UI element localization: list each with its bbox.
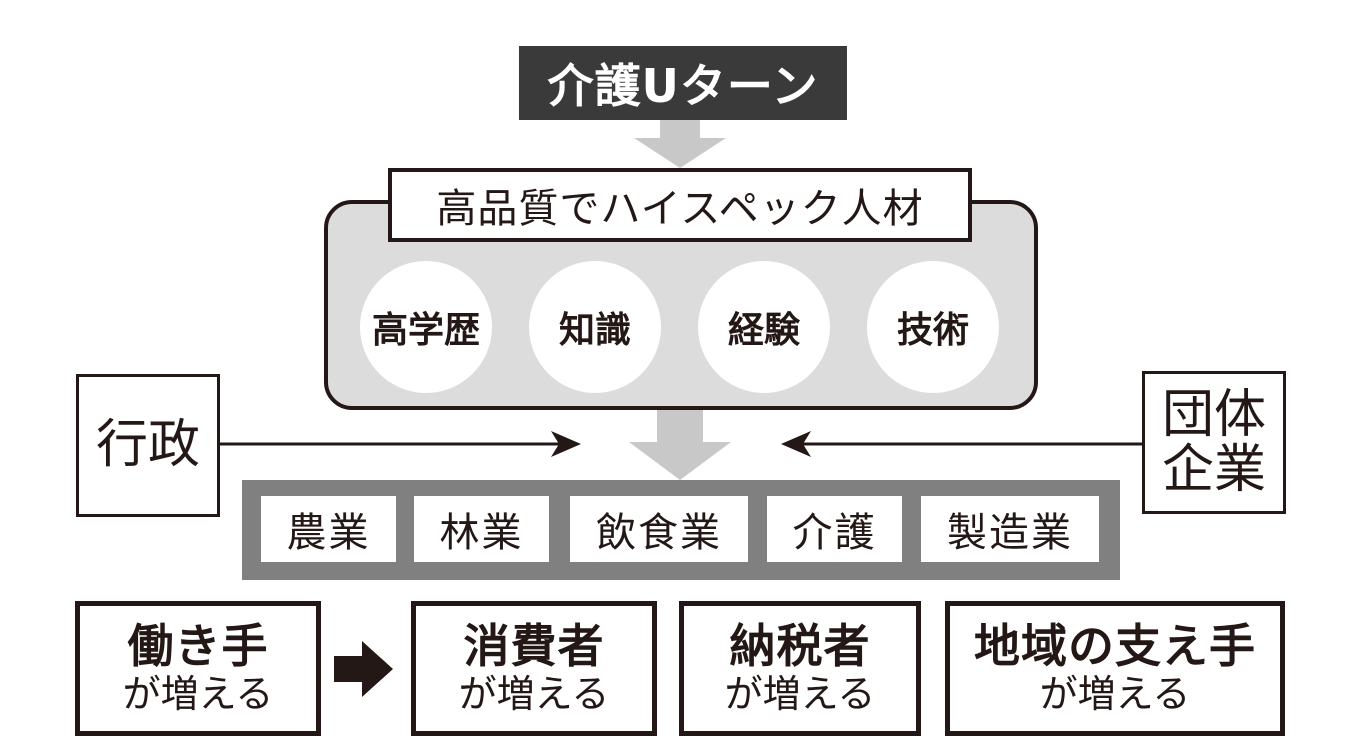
industry-manufacturing: 製造業 [921,496,1099,562]
outcome-main: 地域の支え手 [974,619,1256,674]
attribute-education: 高学歴 [360,261,492,393]
industry-forestry: 林業 [414,496,549,562]
companies-label: 企業 [1161,439,1266,500]
industry-label: 製造業 [947,510,1073,556]
administration-label: 行政 [95,415,200,476]
industry-nursing-care: 介護 [767,496,902,562]
industry-label: 介護 [792,510,877,556]
outcome-sub: が増える [1039,672,1191,717]
attribute-label: 高学歴 [371,310,480,351]
outcome-main: 納税者 [729,619,871,674]
outcome-arrow [334,641,393,697]
title-box: 介護Uターン [519,46,847,120]
associations-label: 団体 [1161,384,1266,445]
title-text: 介護Uターン [547,59,819,113]
talent-label-text: 高品質でハイスペック人材 [436,186,924,232]
administration-box: 行政 [76,374,220,517]
industry-agriculture: 農業 [261,496,396,562]
attribute-label: 経験 [727,310,800,351]
industry-label: 農業 [286,510,371,556]
down-arrow-middle [629,410,731,480]
down-arrow-top [634,119,726,168]
outcome-consumers: 消費者 が増える [411,601,657,736]
attribute-skill: 技術 [867,261,999,393]
industry-food-service: 飲食業 [570,496,748,562]
assoc-arrow-head [781,431,811,457]
outcome-sub: が増える [458,672,610,717]
outcome-main: 消費者 [463,619,605,674]
talent-label: 高品質でハイスペック人材 [388,168,972,242]
outcome-sub: が増える [122,672,274,717]
industry-label: 飲食業 [596,510,722,556]
outcome-taxpayers: 納税者 が増える [679,601,921,736]
outcome-workers: 働き手 が増える [75,601,321,736]
industry-label: 林業 [439,510,524,556]
outcome-community-supporters: 地域の支え手 が増える [945,601,1285,736]
admin-arrow-head [551,431,581,457]
associations-companies-box: 団体 企業 [1142,371,1286,514]
attribute-label: 技術 [896,310,969,351]
outcome-sub: が増える [724,672,876,717]
attribute-knowledge: 知識 [529,261,661,393]
attribute-experience: 経験 [698,261,830,393]
outcome-main: 働き手 [127,619,269,674]
attribute-label: 知識 [558,310,631,351]
